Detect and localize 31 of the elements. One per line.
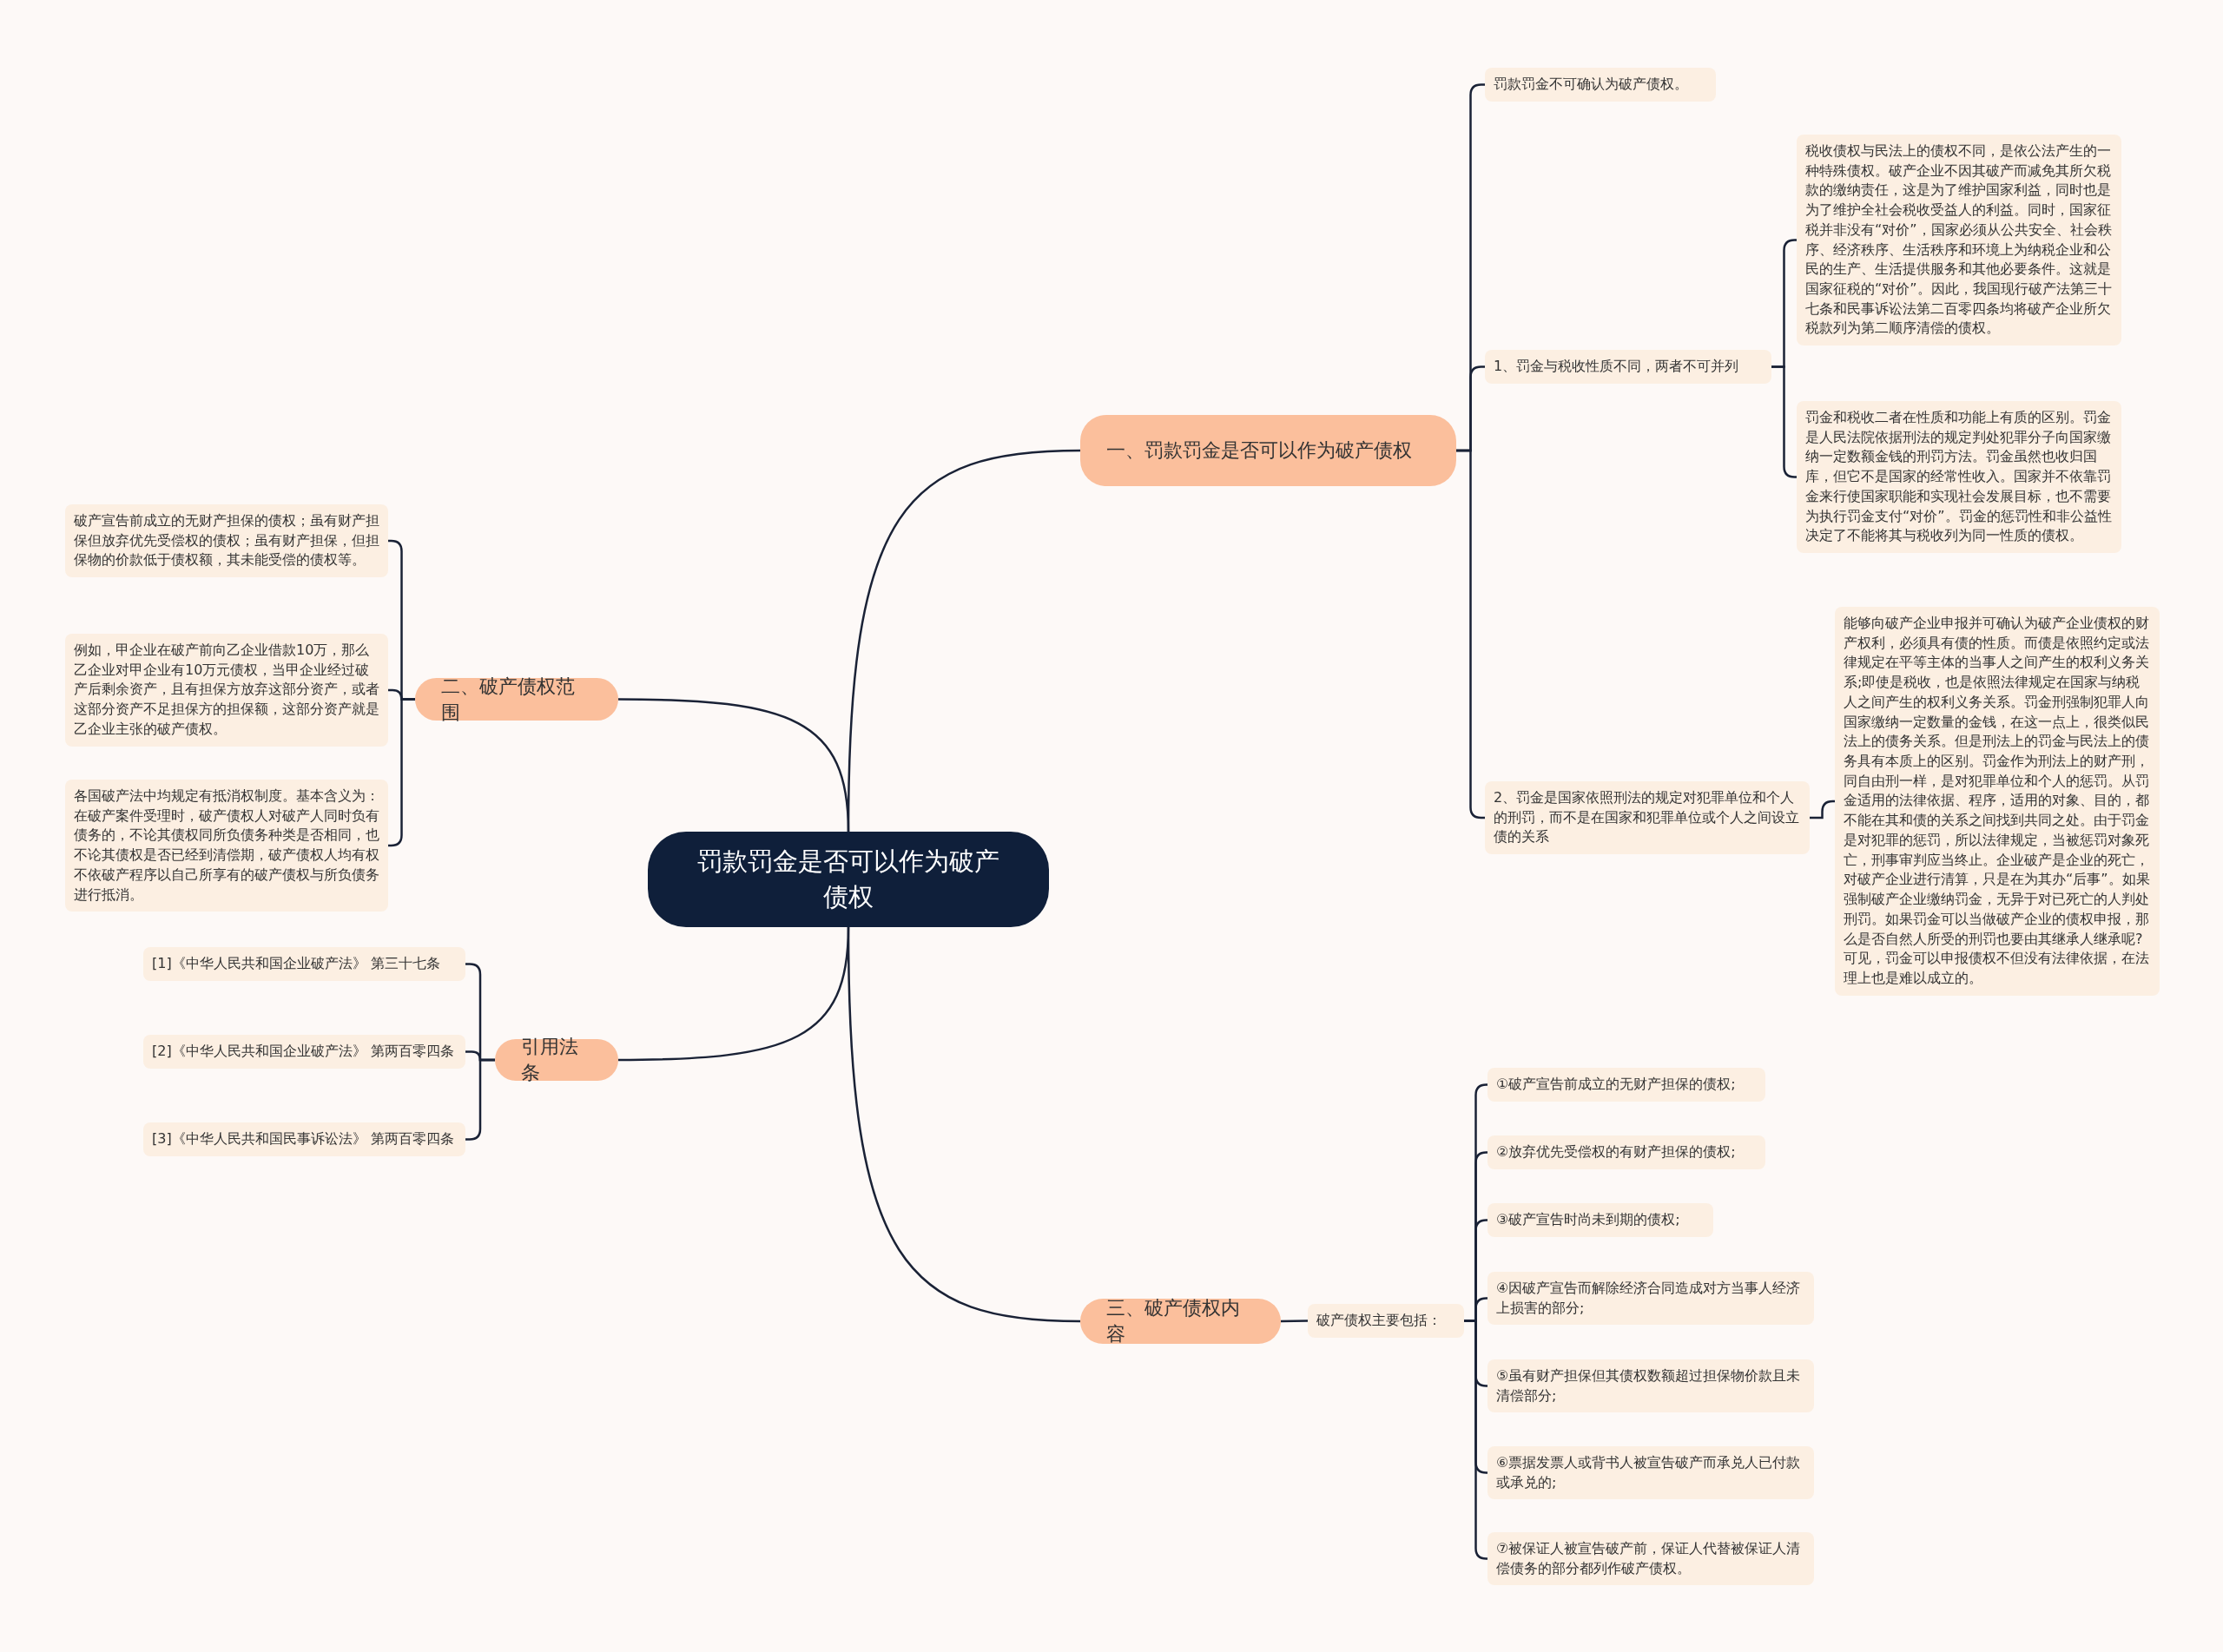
- note-box: 各国破产法中均规定有抵消权制度。基本含义为：在破产案件受理时，破产债权人对破产人同时负有债务的，不论其债权同所负债务种类是否相同，也不论其债权是否已经到清偿期，破产债权人均有权不依破产程序以自己所享有的破产债权与所负债务进行抵消。: [65, 780, 388, 912]
- central-topic: 罚款罚金是否可以作为破产债权: [648, 832, 1049, 927]
- note-box: [3]《中华人民共和国民事诉讼法》 第两百零四条: [143, 1122, 465, 1156]
- note-box: 例如，甲企业在破产前向乙企业借款10万，那么乙企业对甲企业有10万元债权，当甲企业经过破产后剩余资产，且有担保方放弃这部分资产，或者这部分资产不足担保方的担保额，这部分资产就是乙企业主张的破产债权。: [65, 634, 388, 747]
- note-box: 罚款罚金不可确认为破产债权。: [1485, 68, 1716, 102]
- note-box: [1]《中华人民共和国企业破产法》 第三十七条: [143, 947, 465, 981]
- note-box: ②放弃优先受偿权的有财产担保的债权;: [1487, 1135, 1765, 1169]
- connector-line: [1810, 800, 1835, 819]
- connector-line: [847, 927, 1081, 1323]
- note-box: 2、罚金是国家依照刑法的规定对犯罪单位和个人的刑罚，而不是在国家和犯罪单位或个人之间设立债的关系: [1485, 781, 1810, 855]
- note-box: 税收债权与民法上的债权不同，是依公法产生的一种特殊债权。破产企业不因其破产而减免其所欠税款的缴纳责任，这是为了维护国家利益，同时也是为了维护全社会税收受益人的利益。同时，国家征税并非没有“对价”，国家必须从公共安全、社会秩序、经济秩序、生活秩序和环境上为纳税企业和公民的生产、生活提供服务和其他必要条件。这就是国家征税的“对价”。因此，我国现行破产法第三十七条和民事诉讼法第二百零四条均将破产企业所欠税款列为第二顺序清偿的债权。: [1797, 135, 2121, 346]
- note-box: [2]《中华人民共和国企业破产法》 第两百零四条: [143, 1035, 465, 1069]
- connector-line: [1280, 1320, 1309, 1323]
- connector-line: [1771, 365, 1797, 478]
- note-box: ⑤虽有财产担保但其债权数额超过担保物价款且未清偿部分;: [1487, 1359, 1814, 1413]
- note-box: 罚金和税收二者在性质和功能上有质的区别。罚金是人民法院依据刑法的规定判处犯罪分子向国家缴纳一定数额金钱的刑罚方法。罚金虽然也收归国库，但它不是国家的经常性收入。国家并不依靠罚金来行使国家职能和实现社会发展目标，也不需要为执行罚金支付“对价”。罚金的惩罚性和非公益性决定了不能将其与税收列为同一性质的债权。: [1797, 401, 2121, 554]
- note-box: 破产宣告前成立的无财产担保的债权；虽有财产担保但放弃优先受偿权的债权；虽有财产担保，但担保物的价款低于债权额，其未能受偿的债权等。: [65, 504, 388, 578]
- connector-line: [618, 698, 850, 833]
- connector-line: [1464, 1320, 1488, 1560]
- note-box: ⑦被保证人被宣告破产前，保证人代替被保证人清偿债务的部分都列作破产债权。: [1487, 1532, 1814, 1586]
- topic-pill: 引用法条: [495, 1039, 618, 1081]
- note-box: ⑥票据发票人或背书人被宣告破产而承兑人已付款或承兑的;: [1487, 1446, 1814, 1500]
- note-box: ①破产宣告前成立的无财产担保的债权;: [1487, 1068, 1765, 1102]
- topic-pill: 三、破产债权内容: [1080, 1299, 1281, 1344]
- note-box: 能够向破产企业申报并可确认为破产企业债权的财产权利，必须具有债的性质。而债是依照约定或法律规定在平等主体的当事人之间产生的权利义务关系;即使是税收，也是依照法律规定在国家与纳税人之间产生的权利义务关系。罚金刑强制犯罪人向国家缴纳一定数量的金钱，在这一点上，很类似民法上的债务关系。但是刑法上的罚金与民法上的债务具有本质上的区别。罚金作为刑法上的财产刑，同自由刑一样，是对犯罪单位和个人的惩罚。从罚金适用的法律依据、程序，适用的对象、目的，都不能在其和债的关系之间找到共同之处。由于罚金是对犯罪的惩罚，所以法律规定，当被惩罚对象死亡，刑事审判应当终止。企业破产是企业的死亡，对破产企业进行清算，只是在为其办“后事”。如果强制破产企业缴纳罚金，无异于对已死亡的人判处刑罚。如果罚金可以当做破产企业的债权申报，那么是否自然人所受的刑罚也要由其继承人继承呢?可见，罚金可以申报债权不但没有法律依据，在法理上也是难以成立的。: [1835, 607, 2160, 996]
- topic-pill: 一、罚款罚金是否可以作为破产债权: [1080, 415, 1456, 486]
- note-box: 破产债权主要包括：: [1308, 1304, 1464, 1338]
- note-box: 1、罚金与税收性质不同，两者不可并列: [1485, 350, 1771, 384]
- topic-pill: 二、破产债权范围: [415, 678, 618, 721]
- note-box: ③破产宣告时尚未到期的债权;: [1487, 1203, 1713, 1237]
- note-box: ④因破产宣告而解除经济合同造成对方当事人经济上损害的部分;: [1487, 1272, 1814, 1326]
